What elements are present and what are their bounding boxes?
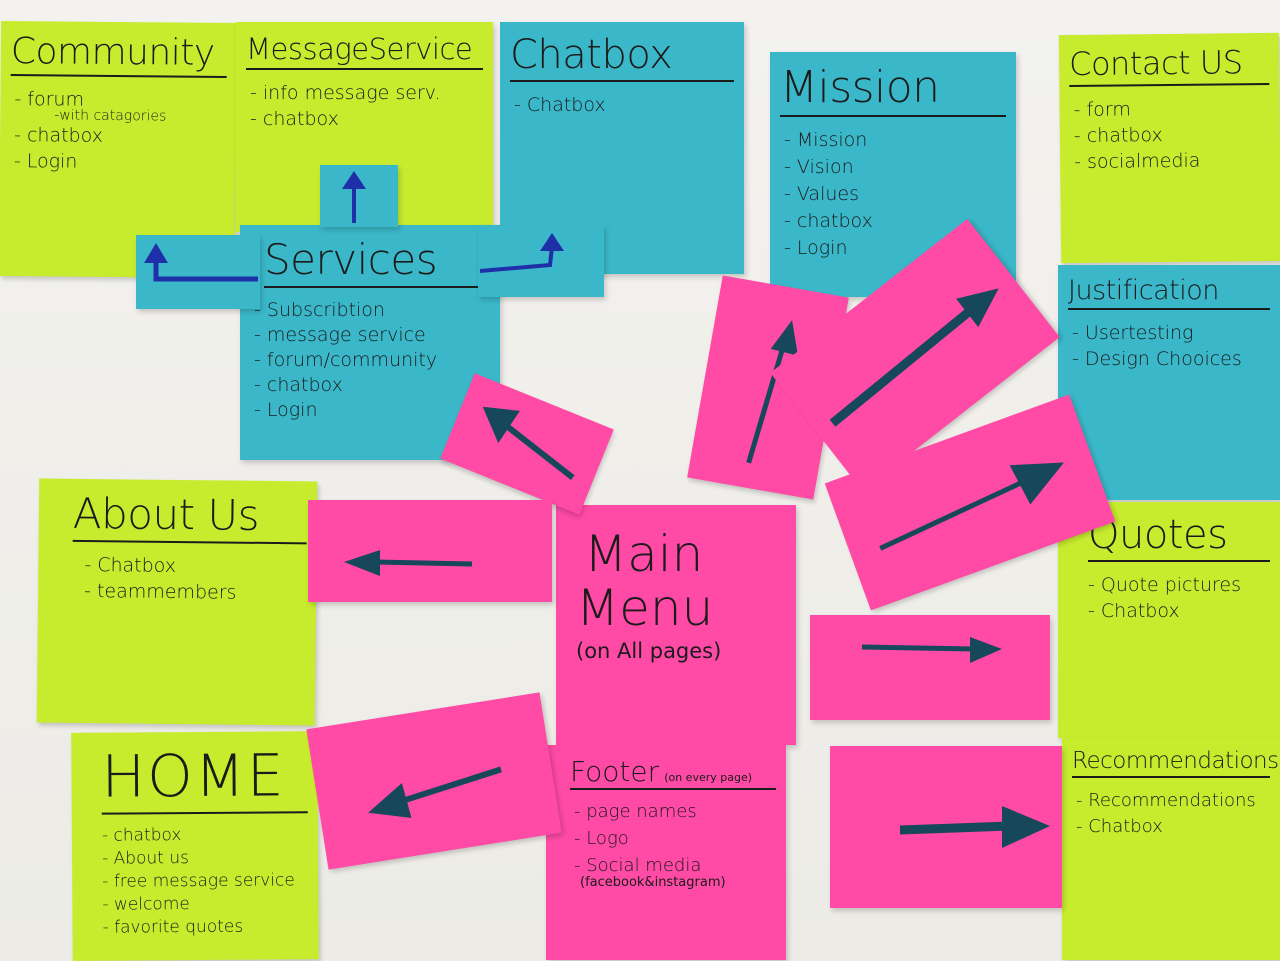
list-item: Logo xyxy=(574,825,776,852)
arrow-to-chatbox xyxy=(478,225,604,297)
about-us-title: About Us xyxy=(72,488,308,545)
list-item: forum-with catagories xyxy=(14,86,226,124)
arrow-to-justification xyxy=(824,394,1116,611)
list-item: Design Chooices xyxy=(1072,346,1270,372)
mission-title: Mission xyxy=(780,62,1006,117)
list-item: Chatbox xyxy=(1076,814,1270,840)
arrow-right-icon xyxy=(861,637,1002,663)
chatbox-items: Chatbox xyxy=(510,92,734,118)
list-item: Vision xyxy=(784,154,1006,181)
arrow-up-icon xyxy=(746,320,798,464)
list-item: Mission xyxy=(784,127,1006,154)
list-item: chatbox xyxy=(102,823,308,847)
list-item: socialmedia xyxy=(1074,147,1270,175)
list-item: form xyxy=(1073,95,1269,123)
list-item: Subscribtion xyxy=(254,298,490,323)
footer-note: Footer (on every page) page names Logo S… xyxy=(546,745,786,960)
services-items: Subscribtion message service forum/commu… xyxy=(250,298,490,423)
list-item: chatbox xyxy=(784,208,1006,235)
list-item: About us xyxy=(102,846,308,870)
services-note: Services Subscribtion message service fo… xyxy=(240,225,500,460)
main-menu-subtitle: (on All pages) xyxy=(576,639,722,663)
arrow-left-icon xyxy=(344,550,473,576)
home-title: HOME xyxy=(101,741,308,815)
home-items: chatbox About us free message service we… xyxy=(82,823,309,940)
arrow-up-right-icon xyxy=(879,462,1064,551)
arrow-to-community xyxy=(136,235,260,309)
arrow-up-left-icon xyxy=(482,406,575,480)
contact-us-note: Contact US form chatbox socialmedia xyxy=(1058,32,1280,264)
mission-items: Mission Vision Values chatbox Login xyxy=(780,127,1006,262)
arrow-to-quotes xyxy=(810,615,1050,720)
community-items: forum-with catagories chatbox Login xyxy=(10,86,227,176)
main-menu-title-line1: Main xyxy=(584,525,704,583)
arrow-to-recommendations xyxy=(830,746,1062,908)
arrow-left-icon xyxy=(368,766,502,818)
about-us-items: Chatbox teammembers xyxy=(48,552,307,607)
arrow-up-right-icon xyxy=(829,288,999,427)
arrow-to-mission xyxy=(687,275,849,500)
arrow-to-message-service xyxy=(320,165,398,227)
list-item: info message serv. xyxy=(250,80,483,106)
list-item: forum/community xyxy=(254,348,490,373)
arrow-right-up-icon xyxy=(479,233,564,273)
arrow-to-contact-us xyxy=(770,218,1060,492)
contact-us-title: Contact US xyxy=(1068,42,1270,88)
arrow-left-up-icon xyxy=(144,243,258,282)
arrow-up-icon xyxy=(342,171,366,223)
list-item: favorite quotes xyxy=(102,915,308,939)
quotes-title: Quotes xyxy=(1088,512,1270,562)
list-item: Login xyxy=(254,398,490,423)
arrow-to-services xyxy=(440,373,614,515)
list-item: Chatbox xyxy=(514,92,734,118)
list-item: Usertesting xyxy=(1072,320,1270,346)
list-item: Values xyxy=(784,181,1006,208)
list-item: Chatbox xyxy=(1088,598,1270,624)
footer-items: page names Logo Social media xyxy=(570,798,776,879)
arrow-right-icon xyxy=(899,806,1050,848)
recommendations-note: Recommendations Recommendations Chatbox xyxy=(1062,738,1280,960)
arrow-to-home xyxy=(306,692,562,870)
list-item: page names xyxy=(574,798,776,825)
justification-title: Justification xyxy=(1068,275,1270,310)
footer-title-note: (on every page) xyxy=(664,771,753,784)
contact-us-items: form chatbox socialmedia xyxy=(1069,95,1270,175)
message-service-title: MessageService xyxy=(246,32,483,70)
list-item: free message service xyxy=(102,869,308,893)
justification-items: Usertesting Design Chooices xyxy=(1068,320,1270,372)
list-item: chatbox xyxy=(1074,121,1270,149)
list-item: chatbox xyxy=(254,373,490,398)
home-note: HOME chatbox About us free message servi… xyxy=(71,731,319,961)
footer-heading: Footer (on every page) xyxy=(570,755,776,790)
chatbox-title: Chatbox xyxy=(510,32,734,82)
footer-social-detail: (facebook&instagram) xyxy=(580,875,726,890)
footer-title: Footer xyxy=(570,755,660,788)
justification-note: Justification Usertesting Design Chooice… xyxy=(1058,265,1280,500)
list-item: Login xyxy=(14,148,226,176)
list-item: Login xyxy=(784,235,1006,262)
main-menu-title-line2: Menu xyxy=(576,579,714,637)
recommendations-title: Recommendations xyxy=(1072,748,1279,778)
list-item: chatbox xyxy=(14,122,226,150)
services-title: Services xyxy=(264,235,490,288)
chatbox-note: Chatbox Chatbox xyxy=(500,22,744,274)
message-service-items: info message serv. chatbox xyxy=(246,80,483,132)
list-item: chatbox xyxy=(250,106,483,132)
arrow-to-about-us xyxy=(308,500,552,602)
quotes-items: Quote pictures Chatbox xyxy=(1068,572,1270,624)
list-item: Chatbox xyxy=(84,552,306,580)
community-title: Community xyxy=(10,31,228,78)
list-item: welcome xyxy=(102,892,308,916)
list-item: Recommendations xyxy=(1076,788,1270,814)
list-item: Quote pictures xyxy=(1088,572,1270,598)
list-item: teammembers xyxy=(84,578,306,606)
list-item: message service xyxy=(254,323,490,348)
main-menu-note: Main Menu (on All pages) xyxy=(556,505,796,745)
list-item: Social media xyxy=(574,852,776,879)
recommendations-items: Recommendations Chatbox xyxy=(1072,788,1270,840)
about-us-note: About Us Chatbox teammembers xyxy=(36,478,318,726)
quotes-note: Quotes Quote pictures Chatbox xyxy=(1058,502,1280,738)
